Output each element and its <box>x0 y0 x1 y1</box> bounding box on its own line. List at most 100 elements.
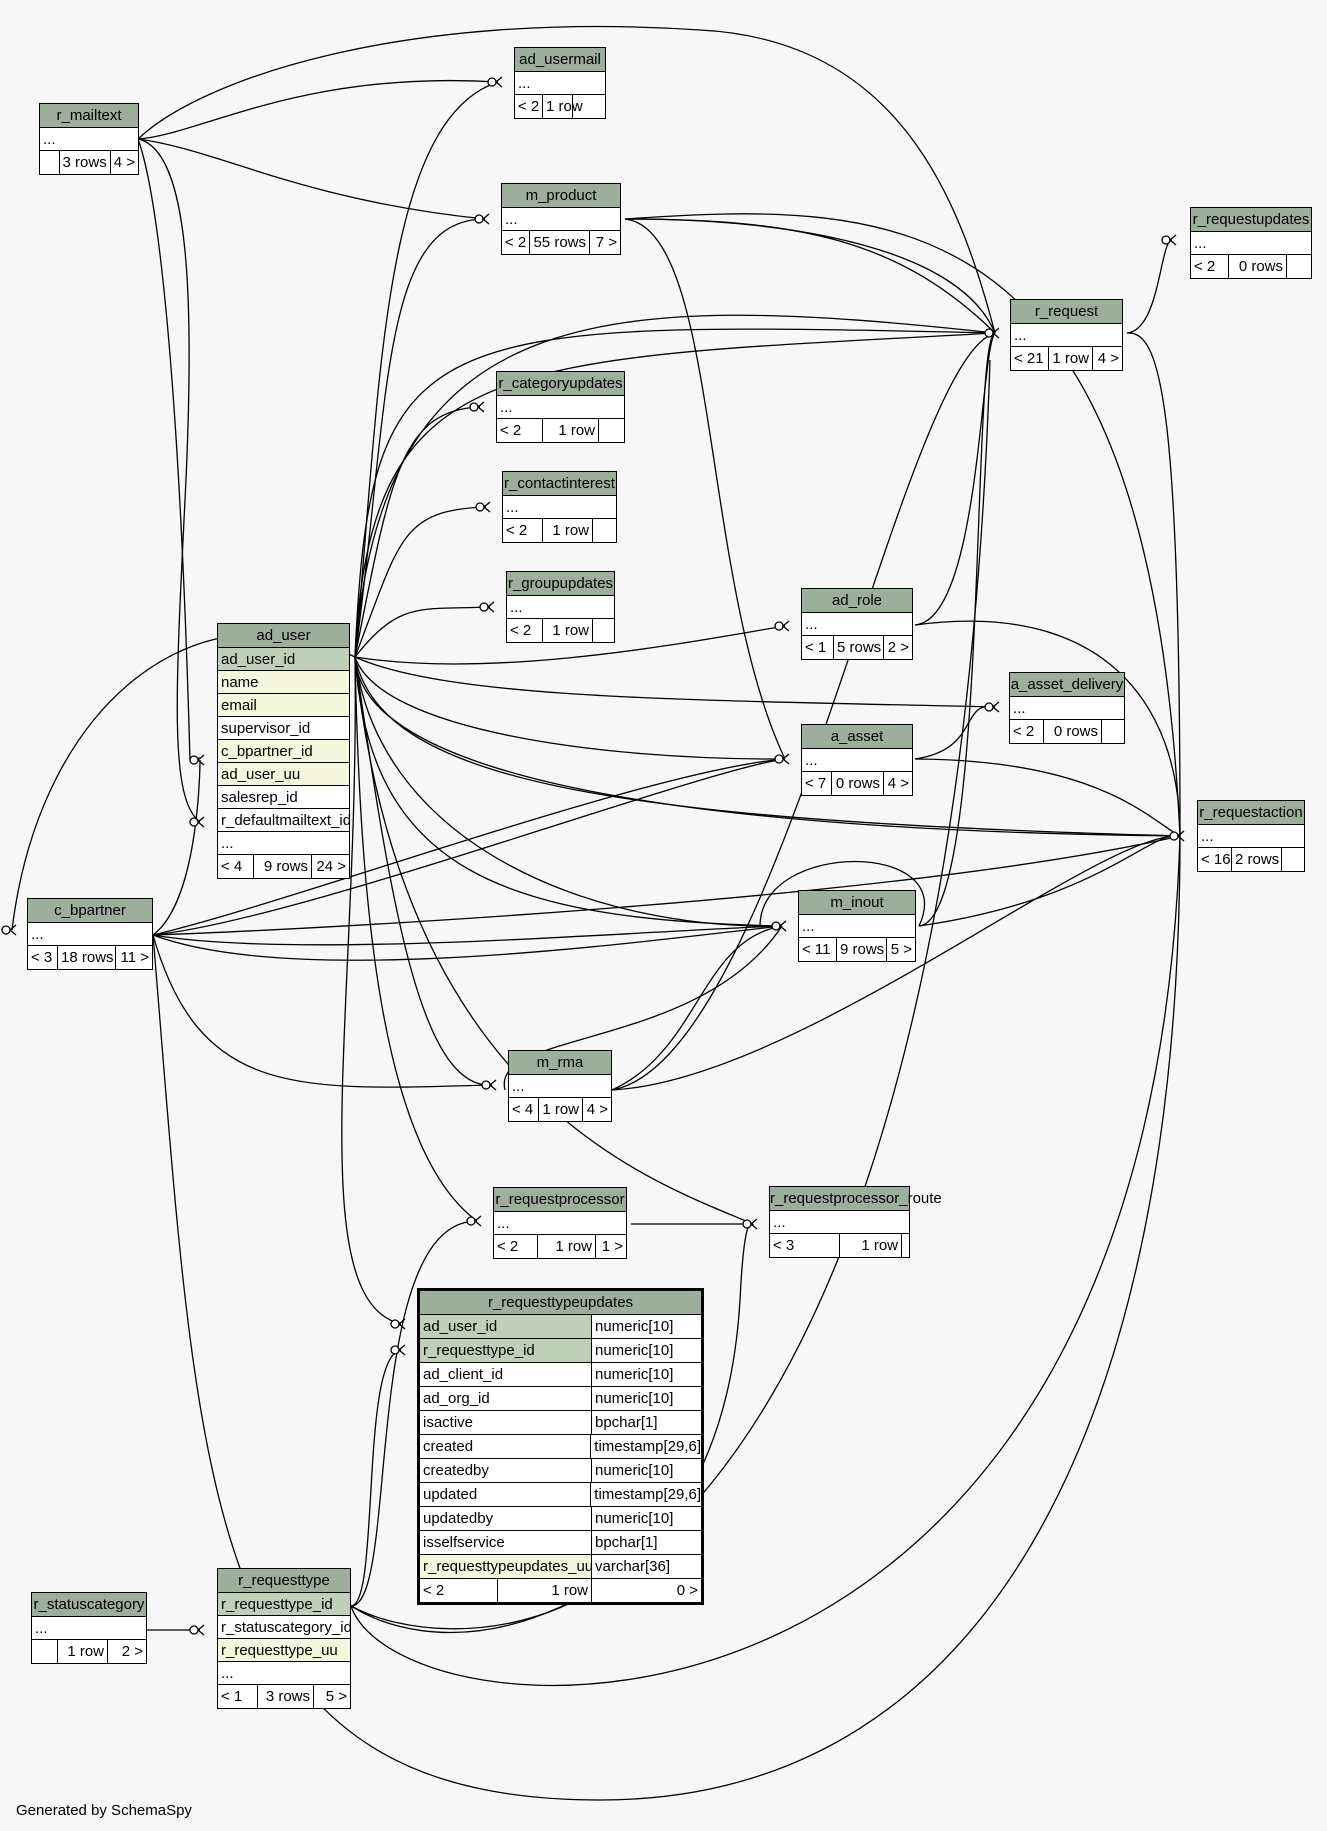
footer-parents[interactable]: < 4 <box>218 855 254 878</box>
column-ad_user_uu[interactable]: ad_user_uu <box>218 763 349 786</box>
footer-parents[interactable]: < 21 <box>1011 347 1049 370</box>
more-columns-row[interactable]: ... <box>509 1075 611 1098</box>
column-r_requesttype_uu[interactable]: r_requesttype_uu <box>218 1639 350 1662</box>
more-columns-row[interactable]: ... <box>218 832 349 855</box>
more-columns-row[interactable]: ... <box>507 596 614 619</box>
footer-parents[interactable]: < 2 <box>420 1579 498 1602</box>
column-r_requesttype_id[interactable]: r_requesttype_id <box>218 1593 350 1616</box>
footer-parents[interactable]: < 2 <box>503 519 543 542</box>
footer-children[interactable] <box>593 519 616 542</box>
footer-parents[interactable]: < 4 <box>509 1098 539 1121</box>
more-columns-row[interactable]: ... <box>515 72 605 95</box>
column-supervisor_id[interactable]: supervisor_id <box>218 717 349 740</box>
footer-children[interactable] <box>1102 720 1124 743</box>
more-columns-row[interactable]: ... <box>40 128 138 151</box>
footer-children[interactable]: 5 > <box>890 941 912 958</box>
footer-parents[interactable]: < 2 <box>1191 255 1229 278</box>
more-columns-row[interactable]: ... <box>494 1212 626 1235</box>
column-ad_user_id[interactable]: ad_user_id <box>218 648 349 671</box>
footer-parents[interactable]: < 11 <box>799 938 837 961</box>
footer-parents[interactable]: < 3 <box>28 946 58 969</box>
footer-children[interactable] <box>593 619 614 642</box>
footer-children[interactable]: 4 > <box>1097 350 1119 367</box>
footer-children[interactable] <box>573 95 605 118</box>
footer-parents[interactable]: < 16 <box>1198 848 1232 871</box>
footer-parents[interactable]: < 2 <box>497 419 543 442</box>
more-columns-row[interactable]: ... <box>218 1662 350 1685</box>
footer-children[interactable] <box>902 1234 909 1257</box>
more-columns-row[interactable]: ... <box>503 496 616 519</box>
footer-parents[interactable]: < 2 <box>494 1235 538 1258</box>
footer-parents[interactable] <box>32 1640 58 1663</box>
footer-children[interactable]: 24 > <box>316 858 346 875</box>
footer-children[interactable]: 4 > <box>113 154 135 171</box>
more-columns-row[interactable]: ... <box>770 1211 909 1234</box>
column-name[interactable]: name <box>218 671 349 694</box>
more-columns-row[interactable]: ... <box>1011 324 1122 347</box>
footer-parents[interactable]: < 2 <box>515 95 543 118</box>
more-columns-row[interactable]: ... <box>799 915 915 938</box>
footer-children[interactable]: 1 > <box>601 1238 623 1255</box>
column-email[interactable]: email <box>218 694 349 717</box>
more-columns-row[interactable]: ... <box>1198 825 1304 848</box>
more-columns-row[interactable]: ... <box>802 749 912 772</box>
footer-parents[interactable]: < 7 <box>802 772 832 795</box>
footer-parents[interactable]: < 2 <box>507 619 543 642</box>
footer-parents[interactable]: < 2 <box>502 231 530 254</box>
more-columns-row[interactable]: ... <box>1191 232 1311 255</box>
footer-parents[interactable]: < 1 <box>802 636 834 659</box>
column-c_bpartner_id[interactable]: c_bpartner_id <box>218 740 349 763</box>
footer-children[interactable]: 2 > <box>121 1643 143 1660</box>
footer-children[interactable]: 7 > <box>595 234 617 251</box>
footer-children[interactable]: 11 > <box>120 949 150 966</box>
column-salesrep_id[interactable]: salesrep_id <box>218 786 349 809</box>
footer-children[interactable] <box>1287 255 1311 278</box>
more-columns-row[interactable]: ... <box>28 923 152 946</box>
footer-children[interactable]: 2 > <box>887 639 909 656</box>
more-columns-row[interactable]: ... <box>802 613 912 636</box>
footer-children[interactable]: 4 > <box>887 775 909 792</box>
footer-children[interactable] <box>599 419 624 442</box>
more-columns-row[interactable]: ... <box>1010 697 1124 720</box>
footer-parents[interactable] <box>40 151 60 174</box>
footer-parents[interactable]: < 1 <box>218 1685 258 1708</box>
footer-children[interactable]: 5 > <box>325 1688 347 1705</box>
footer-parents[interactable]: < 3 <box>770 1234 840 1257</box>
footer-children[interactable]: 0 > <box>676 1582 698 1599</box>
more-columns-row[interactable]: ... <box>502 208 620 231</box>
footer-children[interactable] <box>1282 848 1304 871</box>
column-r_statuscategory_id[interactable]: r_statuscategory_id <box>218 1616 352 1639</box>
more-columns-row[interactable]: ... <box>32 1617 146 1640</box>
footer-parents[interactable]: < 2 <box>1010 720 1044 743</box>
more-columns-row[interactable]: ... <box>497 396 624 419</box>
